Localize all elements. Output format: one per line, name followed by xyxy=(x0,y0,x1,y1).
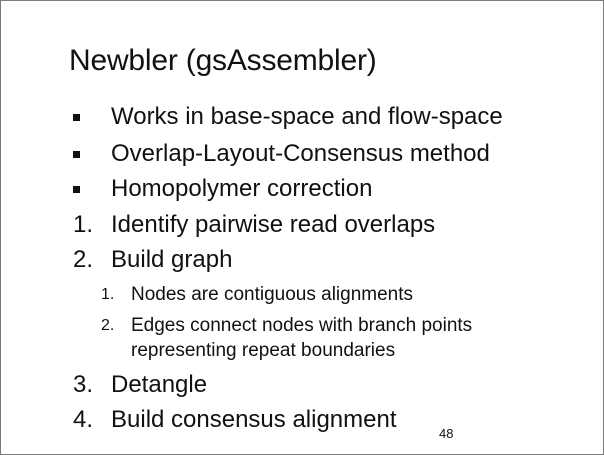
bullet-item: Overlap-Layout-Consensus method xyxy=(1,139,561,169)
bullet-text: Works in base-space and flow-space xyxy=(111,103,503,130)
sub-item: 1. Nodes are contiguous alignments xyxy=(1,283,561,307)
sub-item-text-line-2: representing repeat boundaries xyxy=(131,340,396,361)
item-text: Build consensus alignment xyxy=(111,406,397,433)
item-number: 3. xyxy=(73,371,94,398)
slide-title: Newbler (gsAssembler) xyxy=(69,44,377,77)
sub-item-continuation: representing repeat boundaries xyxy=(1,339,561,363)
sub-item-number: 1. xyxy=(101,286,115,303)
sub-item-number: 2. xyxy=(101,317,115,334)
square-bullet-icon xyxy=(73,186,80,193)
numbered-item: 3. Detangle xyxy=(1,370,561,400)
sub-item-text: Nodes are contiguous alignments xyxy=(131,284,414,305)
bullet-text: Homopolymer correction xyxy=(111,175,373,202)
numbered-item: 1. Identify pairwise read overlaps xyxy=(1,210,561,240)
page-number: 48 xyxy=(439,426,454,441)
sub-item: 2. Edges connect nodes with branch point… xyxy=(1,314,561,338)
item-text: Detangle xyxy=(111,371,208,398)
bullet-item: Works in base-space and flow-space xyxy=(1,102,561,132)
square-bullet-icon xyxy=(73,114,80,121)
numbered-item: 4. Build consensus alignment xyxy=(1,405,561,435)
square-bullet-icon xyxy=(73,151,80,158)
sub-item-text-line-1: Edges connect nodes with branch points xyxy=(131,315,473,336)
bullet-item: Homopolymer correction xyxy=(1,174,561,204)
item-number: 1. xyxy=(73,211,94,238)
item-text: Build graph xyxy=(111,246,233,273)
item-number: 4. xyxy=(73,406,94,433)
bullet-text: Overlap-Layout-Consensus method xyxy=(111,140,490,167)
item-text: Identify pairwise read overlaps xyxy=(111,211,436,238)
item-number: 2. xyxy=(73,246,94,273)
numbered-item: 2. Build graph xyxy=(1,245,561,275)
